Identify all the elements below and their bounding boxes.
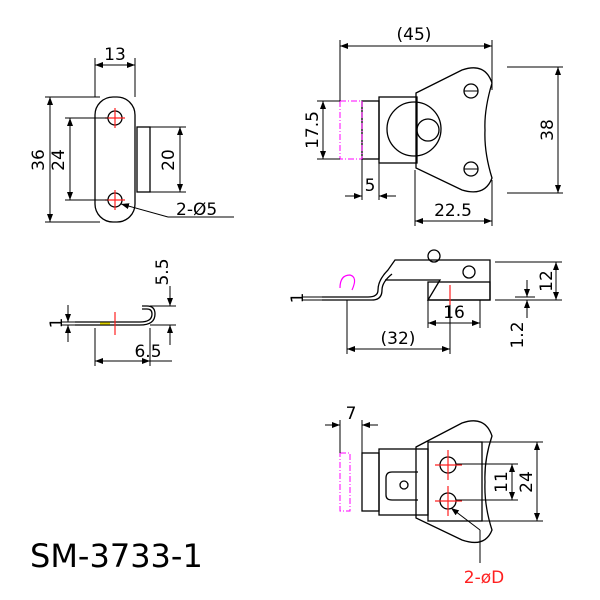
model-number: SM-3733-1 (30, 537, 203, 575)
dim-thickness: 1 (288, 293, 308, 304)
dim-hole-pitch: 24 (49, 149, 69, 171)
dim-offset: 5 (365, 176, 376, 196)
pivot-pin (416, 118, 440, 142)
dim-side-height: 20 (159, 149, 179, 171)
hook-phantom (339, 452, 351, 512)
dim-plate-width: 24 (517, 471, 537, 493)
keeper-hook-side (136, 126, 151, 193)
view-front-left: 13 36 24 20 2-Ø5 (29, 45, 234, 223)
dim-reach: (32) (381, 329, 416, 349)
dim-hook-length: 6.5 (134, 342, 161, 362)
view-bottom-right: 7 11 24 2-øD (325, 404, 543, 588)
dim-thickness: 1 (47, 318, 67, 329)
view-side-right: 1 12 16 (32) 1.2 (288, 249, 562, 354)
dim-hole-pitch: 11 (492, 471, 512, 493)
dim-hook-width: 17.5 (303, 111, 323, 149)
hook-phantom (339, 274, 356, 291)
dim-height-total: 36 (29, 149, 49, 171)
dim-hook-depth: 7 (346, 404, 357, 424)
latch-base-plate (415, 67, 493, 193)
pivot-housing (386, 101, 442, 157)
holes-note: 2-Ø5 (176, 200, 217, 220)
hook-phantom (339, 100, 363, 160)
latch-base-plate (415, 420, 493, 544)
dim-height: 12 (537, 270, 557, 292)
dim-base-length: 22.5 (434, 201, 472, 221)
dim-hook-height: 5.5 (153, 258, 173, 285)
keeper-plate (94, 96, 136, 223)
dim-width: 13 (104, 45, 126, 65)
dim-base-width: 16 (443, 303, 465, 323)
view-side-left: 5.5 1 6.5 (47, 258, 176, 366)
dim-base-height: 38 (538, 119, 558, 141)
center-lines (105, 108, 125, 210)
center-lines (435, 450, 462, 516)
keeper-profile (75, 308, 153, 323)
latch-side-profile (322, 259, 491, 301)
view-top-right: (45) 17.5 38 5 22.5 (303, 25, 563, 226)
dim-overall-length: (45) (397, 25, 432, 45)
dim-plate-thickness: 1.2 (508, 321, 528, 348)
holes-note: 2-øD (464, 568, 504, 588)
